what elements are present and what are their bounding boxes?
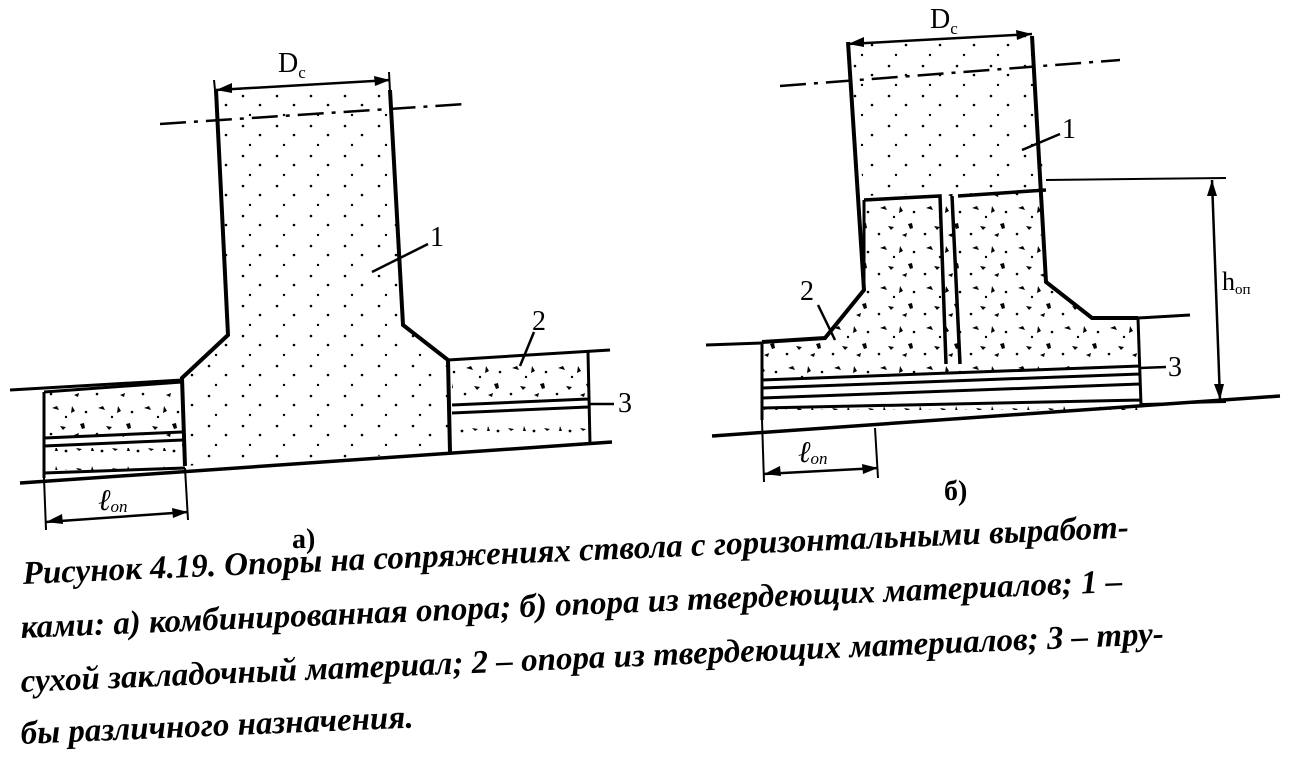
dim-lop-arrow-left-a <box>46 514 63 524</box>
dim-h-label-b: hоп <box>1222 267 1251 298</box>
callout-1-b: 1 <box>1062 114 1076 145</box>
callout-2-leader-b <box>816 304 837 341</box>
shaft-outline-a <box>179 89 452 467</box>
support-left-outline-a <box>42 380 186 478</box>
dim-dc-arrow-left-a <box>216 83 232 93</box>
dim-lop-line-a <box>45 510 189 524</box>
caption-line-4-text: бы различного назначения. <box>20 699 415 752</box>
callout-3-leader-b <box>1139 365 1167 370</box>
part-label-a: а) <box>292 524 315 555</box>
pipes-left-a <box>46 448 182 470</box>
callout-2-a: 2 <box>532 306 546 337</box>
support-right-outline-a <box>451 351 592 445</box>
dim-lop-ext-right-b <box>874 427 879 479</box>
dim-dc-line-a <box>215 78 391 92</box>
drift-top-right-b <box>1137 313 1191 320</box>
callout-1-leader-a <box>371 242 429 274</box>
dim-h-arrow-bottom-b <box>1214 384 1224 400</box>
part-b-diagram: Dc hоп ℓоп 1 2 3 б) <box>705 4 1281 507</box>
dim-dc-arrow-left-b <box>848 37 864 47</box>
dim-lop-arrow-right-b <box>862 464 878 474</box>
shaft-fill-a <box>182 90 450 466</box>
pipes-right-a <box>454 416 588 444</box>
callout-3-b: 3 <box>1168 352 1182 383</box>
dim-dc-arrow-right-a <box>374 76 390 86</box>
part-label-b: б) <box>944 476 967 507</box>
support-left-concrete-a <box>44 390 182 438</box>
caption-figure-number: Рисунок 4.19. <box>22 547 217 592</box>
callout-2-leader-a <box>518 331 536 367</box>
callout-1-leader-b <box>1021 132 1061 152</box>
dim-lop-ext-right-a <box>184 467 189 521</box>
drift-top-left-a <box>9 378 183 392</box>
dim-dc-label-a: Dc <box>278 48 306 82</box>
support-cap-b <box>863 188 1047 365</box>
figure-diagram: Dc ℓоп 1 2 3 а) <box>9 4 1281 555</box>
dim-h-ext-bottom-b <box>1140 401 1227 405</box>
dim-dc-line-b <box>847 32 1033 46</box>
dim-lop-line-b <box>763 466 879 476</box>
centerline-a <box>159 102 466 126</box>
shaft-fill-b <box>848 36 1044 196</box>
figure-caption: Рисунок 4.19. Опоры на сопряжениях ствол… <box>10 510 1280 760</box>
dim-lop-label-b: ℓоп <box>798 436 828 469</box>
dim-dc-arrow-right-b <box>1016 30 1032 40</box>
callout-1-a: 1 <box>430 222 444 253</box>
dim-h-ext-top-b <box>1045 177 1227 181</box>
dim-h-line-b <box>1210 179 1222 401</box>
pipes-fill-b <box>764 394 1138 410</box>
shaft-outline-b <box>761 35 1138 344</box>
dim-h-arrow-top-b <box>1207 180 1217 196</box>
support-concrete-b <box>762 190 1140 380</box>
callout-3-a: 3 <box>618 388 632 419</box>
dim-lop-arrow-right-a <box>172 508 188 518</box>
drift-top-left-b <box>705 341 763 347</box>
dim-dc-ext-right-a <box>388 71 391 93</box>
dim-dc-label-b: Dc <box>930 4 958 38</box>
dim-lop-label-a: ℓоп <box>98 484 128 517</box>
dim-lop-ext-left-b <box>761 419 765 483</box>
part-a-diagram: Dc ℓоп 1 2 3 а) <box>9 48 632 555</box>
dim-lop-ext-left-a <box>43 477 47 531</box>
centerline-b <box>779 58 1121 88</box>
dim-lop-arrow-left-b <box>764 466 781 476</box>
caption-line-4: бы различного назначения. <box>20 700 414 753</box>
support-right-concrete-a <box>452 360 588 402</box>
callout-2-b: 2 <box>800 276 814 307</box>
pipes-b <box>760 317 1143 420</box>
ground-line-a <box>19 440 613 485</box>
dim-dc-ext-left-a <box>213 79 217 101</box>
drift-top-right-a <box>447 348 611 362</box>
